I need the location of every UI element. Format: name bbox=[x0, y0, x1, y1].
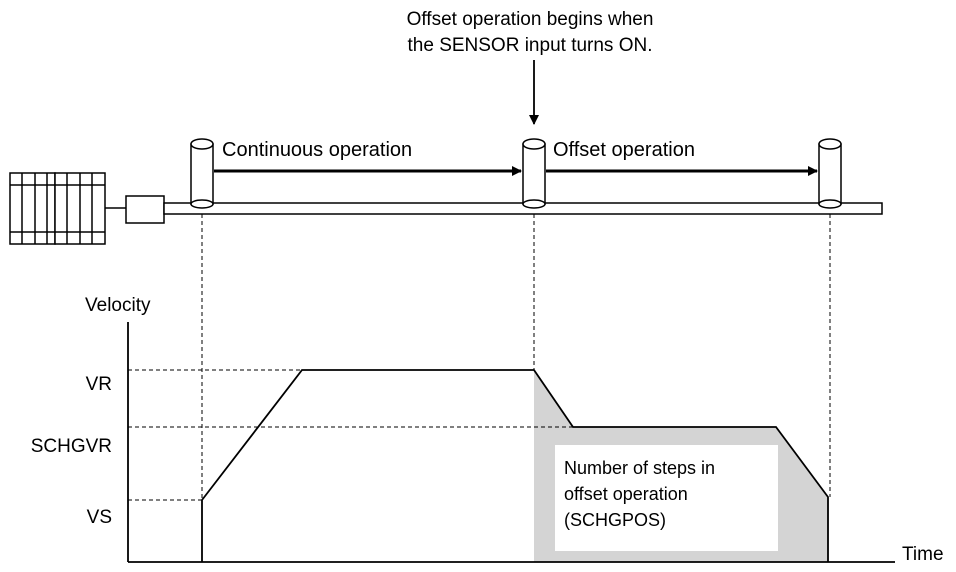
level-label-schgvr: SCHGVR bbox=[31, 436, 112, 457]
y-axis-label: Velocity bbox=[85, 295, 151, 316]
annotation-line-2: the SENSOR input turns ON. bbox=[408, 35, 653, 56]
slider-sensor bbox=[522, 138, 546, 209]
steps-box-line-2: offset operation bbox=[564, 484, 688, 504]
slider-stop bbox=[818, 138, 842, 209]
steps-box-line-1: Number of steps in bbox=[564, 458, 715, 478]
slider-start bbox=[190, 138, 214, 209]
steps-box-line-3: (SCHGPOS) bbox=[564, 510, 666, 530]
continuous-label: Continuous operation bbox=[222, 139, 412, 161]
level-label-vs: VS bbox=[87, 507, 112, 528]
motor bbox=[9, 172, 106, 245]
level-label-vr: VR bbox=[86, 374, 112, 395]
offset-label: Offset operation bbox=[553, 139, 695, 161]
x-axis-label: Time bbox=[902, 544, 944, 565]
steps-box bbox=[555, 445, 778, 551]
velocity-profile bbox=[201, 369, 829, 562]
annotation-line-1: Offset operation begins when bbox=[407, 9, 654, 30]
guide-lines bbox=[128, 214, 831, 501]
coupling bbox=[125, 195, 165, 224]
